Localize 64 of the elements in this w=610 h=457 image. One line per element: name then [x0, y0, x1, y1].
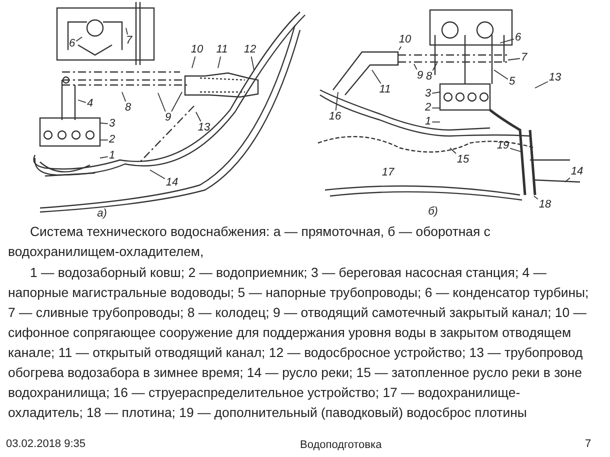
leader-line [250, 56, 254, 70]
leader-line [171, 92, 182, 112]
callout-number: 10 [398, 34, 412, 46]
callout-number: 14 [570, 166, 584, 178]
callout-number: 13 [198, 122, 210, 134]
callout-number: 10 [190, 44, 204, 56]
callout-number: 2 [424, 102, 432, 114]
callout-number: 2 [108, 134, 116, 146]
figure-label: а) [97, 208, 107, 220]
leader-line [500, 38, 514, 44]
callout-number: 13 [548, 72, 562, 84]
caption: Система технического водоснабжения: а — прямоточная, б — оборотная с водохранилищем-охладителем, [8, 223, 492, 261]
leader-line [126, 28, 128, 35]
callout-number: 16 [328, 112, 342, 122]
leader-line [78, 100, 86, 104]
leader-line [534, 81, 548, 88]
callout-number: 4 [86, 98, 94, 110]
callout-number: 3 [424, 88, 432, 100]
callout-number: 14 [166, 178, 178, 188]
callout-number: 8 [124, 102, 132, 114]
callout-number: 6 [68, 38, 76, 50]
leader-line [100, 122, 108, 124]
leader-line [432, 62, 438, 71]
leader-line [372, 70, 382, 84]
leader-line [100, 156, 108, 158]
legend-paragraph: 1 — водозаборный ковш; 2 — водоприемник; 3 — береговая насосная станция; 4 — напорные магистральные водоводы; 5 — напорные трубопроводы; 6 — конденсатор турбины; 7 — сливные трубопроводы; 8 — колодец; 9 — отводящий самотечный закрытый канал; 10 — сифонное сопрягающее сооружение для поддержания уровня воды в закрытом отводящем канале; 11 — открытый отводящий канал; 12 — водосбросное устройство; 13 — трубопровод обогрева водозабора в зимнее время; 14 — русло реки; 15 — затопленное русло реки в зоне водохранилища; 16 — струераспределительное устройство; 17 — водохранилище-охладитель; 18 — плотина; 19 — дополнительный (паводковый) водосброс плотины [8, 264, 590, 422]
footer-title: Водоподготовка [300, 438, 382, 452]
callout-number: 1 [108, 150, 116, 162]
callout-number: 3 [108, 118, 116, 130]
callout-number: 19 [496, 140, 510, 152]
callout-number: 8 [426, 72, 432, 82]
callout-number: 6 [514, 32, 522, 44]
callout-number: 1 [424, 116, 432, 128]
leader-line [158, 92, 166, 112]
leader-line [432, 92, 440, 94]
figure-label: б) [428, 206, 438, 218]
leader-line [150, 170, 166, 180]
page-number: 7 [585, 437, 592, 451]
callout-number: 17 [382, 168, 394, 178]
leader-line [534, 196, 538, 200]
callout-number: 11 [216, 44, 228, 56]
callout-number: 9 [416, 70, 424, 82]
leader-line [192, 56, 196, 68]
callout-number: 18 [538, 200, 552, 210]
callout-number: 12 [244, 44, 256, 56]
callout-number: 11 [379, 84, 391, 96]
leader-line [122, 92, 126, 102]
leader-line [335, 92, 338, 111]
callout-number: 5 [508, 76, 516, 88]
callout-number: 7 [520, 52, 528, 64]
leader-line [414, 64, 418, 70]
leader-line [508, 58, 520, 60]
leader-line [76, 36, 82, 42]
leader-line [494, 70, 508, 80]
callout-number: 7 [126, 36, 132, 46]
leader-line [218, 56, 222, 68]
leader-line [450, 148, 456, 154]
callout-number: 9 [164, 112, 172, 124]
leader-line [564, 177, 570, 182]
leader-line [398, 46, 402, 50]
date-text: 03.02.2018 9:35 [6, 437, 86, 451]
leader-line [196, 112, 202, 122]
callout-number: 15 [456, 154, 470, 166]
leader-line [510, 148, 522, 152]
